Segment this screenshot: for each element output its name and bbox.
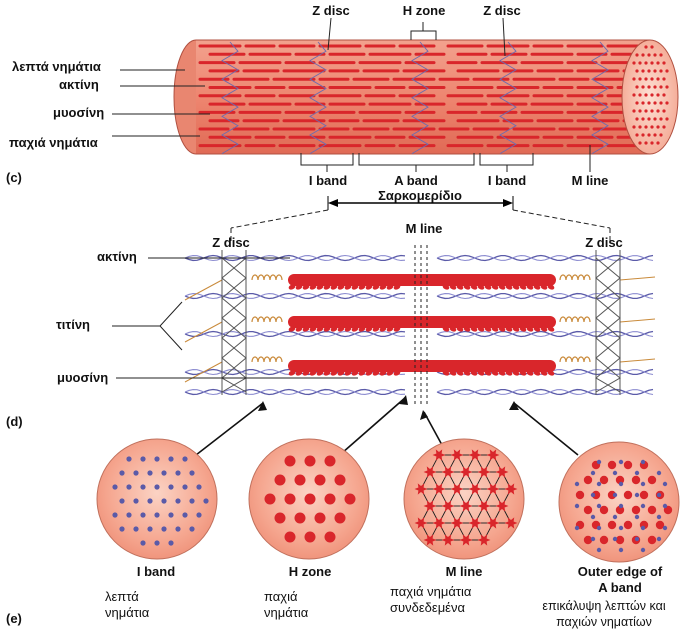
sarcomere-label: Σαρκομερίδιο <box>378 188 462 203</box>
cross-section-a-band-edge <box>558 441 680 563</box>
cs-title-a-band-1: Outer edge of <box>577 564 663 579</box>
cs-title-h-zone: H zone <box>288 564 332 579</box>
myofibril-cylinder <box>173 39 679 155</box>
m-line-label-d: M line <box>405 221 443 236</box>
actin-label: ακτίνη <box>59 77 99 92</box>
panel-label-d: (d) <box>6 414 23 429</box>
cs-desc-h-zone-2: νημάτια <box>264 605 309 620</box>
cs-desc-h-zone-1: παχιά <box>264 589 298 604</box>
i-band-label-right: I band <box>487 173 527 188</box>
h-zone-label: H zone <box>402 3 446 18</box>
cs-desc-i-band-2: νημάτια <box>105 605 150 620</box>
cylinder-zdisc-lines <box>221 41 609 154</box>
cross-section-marks <box>112 449 673 553</box>
cross-sections <box>96 438 680 563</box>
cs-title-a-band-2: A band <box>598 580 642 595</box>
z-disc-label-d-right: Z disc <box>585 235 623 250</box>
leader-lines-c <box>112 17 591 172</box>
cs-desc-a-band-1: επικάλυψη λεπτών και <box>542 599 666 613</box>
panel-label-e: (e) <box>6 611 22 626</box>
thick-filaments <box>288 274 556 376</box>
thick-filaments-label: παχιά νημάτια <box>9 135 98 150</box>
cross-section-arrows <box>195 396 579 456</box>
z-disc-label-top-right: Z disc <box>483 3 521 18</box>
myosin-label: μυοσίνη <box>53 105 105 120</box>
cs-title-i-band: I band <box>136 564 176 579</box>
a-band-label: A band <box>394 173 438 188</box>
cs-title-m-line: M line <box>445 564 483 579</box>
m-line-dashes <box>414 245 428 405</box>
cross-section-m-line <box>403 438 525 560</box>
arrow-heads <box>258 395 519 420</box>
myosin-label-d: μυοσίνη <box>57 370 109 385</box>
cross-section-i-band <box>96 438 218 560</box>
panel-label-c: (c) <box>6 170 22 185</box>
leader-lines-d <box>112 257 358 379</box>
z-disc-structures <box>221 250 621 395</box>
cs-desc-m-line-2: συνδεδεμένα <box>390 600 465 615</box>
z-disc-label-top-left: Z disc <box>312 3 350 18</box>
zoom-dashed-lines <box>230 209 611 242</box>
cs-desc-a-band-2: παχιών νηματίων <box>556 615 652 629</box>
sarcomere-arrow <box>327 196 514 210</box>
titin-springs <box>184 274 656 383</box>
actin-label-d: ακτίνη <box>97 249 137 264</box>
sarcomere-detail <box>184 245 656 405</box>
m-line-label-c: M line <box>571 173 609 188</box>
endcap-dots <box>632 45 669 145</box>
titin-label: τιτίνη <box>56 317 90 332</box>
cs-desc-i-band-1: λεπτά <box>105 589 139 604</box>
z-disc-label-d-left: Z disc <box>212 235 250 250</box>
cs-desc-m-line-1: παχιά νημάτια <box>390 584 472 599</box>
i-band-label-left: I band <box>308 173 348 188</box>
thin-filaments-label: λεπτά νημάτια <box>12 59 101 74</box>
